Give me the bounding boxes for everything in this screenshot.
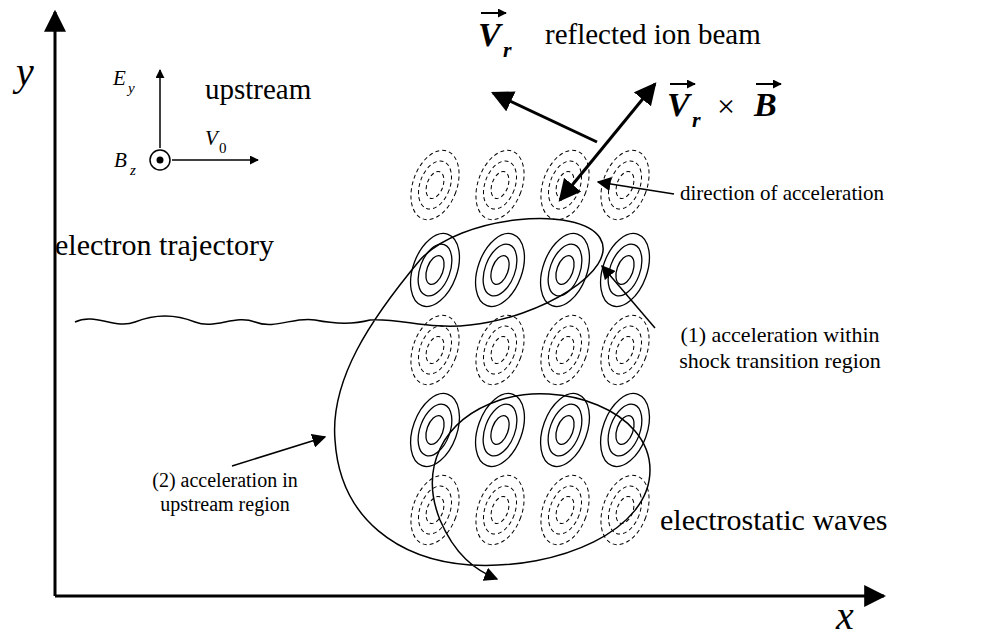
field-subscript: z: [130, 163, 136, 178]
operator-symbol: ×: [717, 90, 735, 122]
annotation-label: direction of acceleration: [680, 183, 884, 204]
velocity-subscript: 0: [219, 141, 227, 156]
axis-label: y: [16, 52, 34, 92]
vector-subscript: r: [692, 109, 701, 131]
electron-trajectory: [75, 219, 650, 579]
vector-accents: [481, 13, 781, 84]
vector-subscript: r: [503, 39, 512, 61]
field-subscript: y: [128, 81, 135, 96]
annotation-label: (2) acceleration in upstream region: [128, 468, 322, 516]
velocity-symbol: V: [205, 128, 218, 149]
field-symbol: B: [114, 150, 127, 171]
annotation-label: electrostatic waves: [660, 505, 887, 535]
axis-label: x: [836, 596, 854, 636]
leader-lines: [232, 182, 674, 466]
region-label: upstream: [205, 75, 311, 104]
annotation-label: (1) acceleration within shock transition…: [660, 322, 900, 375]
vector-symbol: V: [667, 88, 690, 122]
field-symbol: E: [113, 68, 126, 89]
vector-symbol: V: [478, 18, 501, 52]
beam-arrows: [493, 84, 655, 200]
annotation-label: electron trajectory: [55, 230, 274, 260]
vector-symbol: B: [754, 88, 777, 122]
beam-label: reflected ion beam: [545, 20, 761, 49]
wave-pattern: [401, 144, 658, 552]
